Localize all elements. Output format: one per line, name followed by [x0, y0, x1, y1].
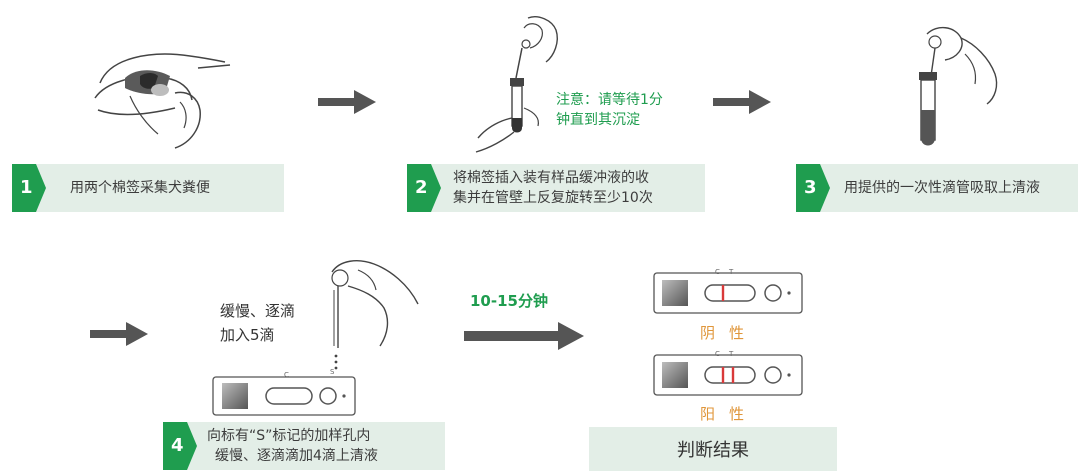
judge-result-label: 判断结果	[677, 440, 749, 461]
step-1-label: 1 用两个棉签采集犬粪便	[12, 164, 284, 212]
dropper-tube-illustration	[919, 27, 998, 146]
test-cassette-step4	[212, 376, 356, 416]
step-2-text-line-2: 集并在管壁上反复旋转至少10次	[453, 190, 653, 206]
step-4-number: 4	[171, 435, 184, 456]
step-4-label: 4 向标有“S”标记的加样孔内 缓慢、逐滴滴加4滴上清液	[163, 422, 445, 470]
step-3-text: 用提供的一次性滴管吸取上清液	[844, 180, 1040, 196]
arrow-right-icon	[90, 322, 148, 346]
step-4-text-line-2: 缓慢、逐滴滴加4滴上清液	[215, 448, 378, 464]
step4-s-mark: S	[330, 368, 335, 376]
arrow-right-icon	[713, 90, 771, 114]
wait-time-label: 10-15分钟	[470, 292, 548, 310]
drip-line-1: 缓慢、逐滴	[220, 302, 296, 320]
neg-c-mark: C	[715, 268, 720, 276]
step-1-badge	[12, 164, 46, 212]
step-3-label: 3 用提供的一次性滴管吸取上清液	[796, 164, 1078, 212]
step-2-badge	[407, 164, 441, 212]
step4-c-mark: C	[284, 371, 289, 379]
step-1-number: 1	[20, 177, 33, 198]
step-2-label: 2 将棉签插入装有样品缓冲液的收 集并在管壁上反复旋转至少10次	[407, 164, 705, 212]
drip-line-2: 加入5滴	[220, 326, 275, 344]
note-line-2: 钟直到其沉淀	[556, 112, 640, 128]
step-4-text-line-1: 向标有“S”标记的加样孔内	[207, 428, 371, 444]
arrow-right-icon	[464, 322, 584, 350]
judge-result-box: 判断结果	[589, 427, 837, 471]
step-1-text: 用两个棉签采集犬粪便	[70, 180, 210, 196]
pos-t-mark: T	[729, 350, 734, 358]
positive-result-cassette	[653, 354, 803, 396]
tube-swab-illustration	[475, 16, 558, 153]
step-3-number: 3	[804, 177, 817, 198]
pos-c-mark: C	[715, 350, 720, 358]
step-2-text-line-1: 将棉签插入装有样品缓冲液的收	[453, 170, 649, 186]
step-3-badge	[796, 164, 830, 212]
negative-result-label: 阴性	[700, 324, 759, 342]
positive-result-label: 阳性	[700, 405, 759, 423]
note-line-1: 注意：请等待1分	[556, 92, 663, 108]
dropper-hand-illustration	[331, 260, 419, 370]
step-2-number: 2	[415, 177, 428, 198]
negative-result-cassette	[653, 272, 803, 314]
step-4-badge	[163, 422, 197, 470]
neg-t-mark: T	[729, 268, 734, 276]
swab-collection-illustration	[94, 53, 231, 149]
arrow-right-icon	[318, 90, 376, 114]
